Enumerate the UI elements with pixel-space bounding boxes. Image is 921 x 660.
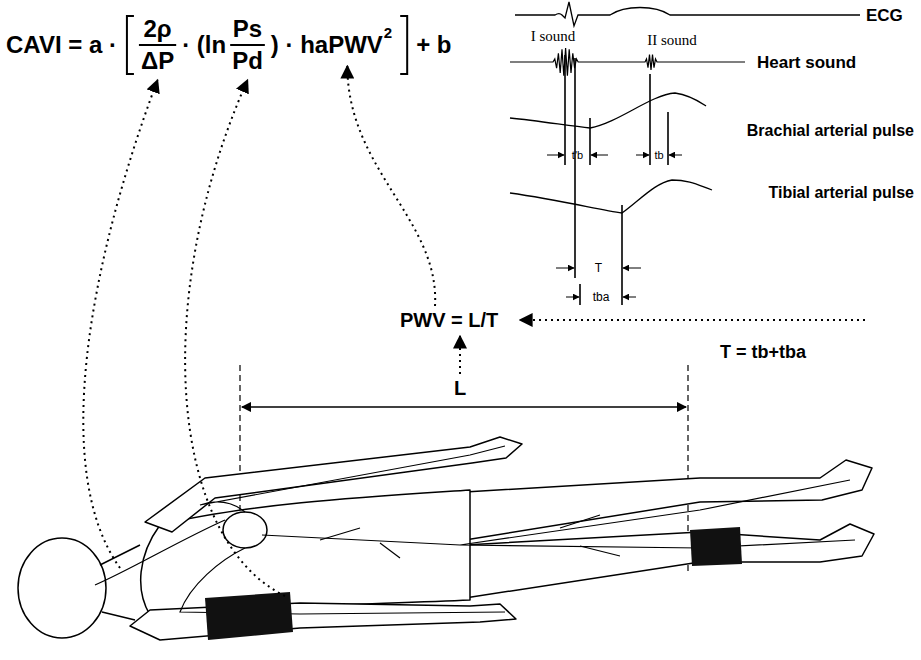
interval-arrow: [669, 155, 682, 156]
interval-arrow: [556, 268, 574, 269]
sound-label: I sound: [531, 29, 576, 44]
interval-arrow: [623, 268, 641, 269]
cuffs: [205, 527, 742, 640]
fraction-bar: [230, 44, 265, 46]
head: [18, 538, 106, 638]
equation: T = tb+tba: [720, 343, 806, 361]
timing-line: [589, 118, 591, 165]
sound-label: II sound: [647, 33, 697, 48]
human-body: [18, 437, 874, 640]
interval-label: T: [595, 262, 602, 274]
bracket: [127, 16, 134, 74]
heart-sound-trace: [510, 48, 745, 76]
dotted-arrow: [185, 80, 285, 596]
leg-upper: [465, 460, 872, 540]
formula-numerator: Ps: [233, 17, 262, 41]
interval-arrow: [547, 155, 564, 156]
interval-label: tba: [593, 291, 610, 303]
dotted-arrow: [459, 336, 461, 374]
timing-line: [649, 74, 651, 165]
waveforms: [510, 2, 860, 213]
signal-name: Brachial arterial pulse: [747, 123, 914, 139]
heart: [223, 512, 267, 548]
interval-arrow: [591, 155, 608, 156]
formula-text: · (ln: [182, 33, 226, 57]
interval-arrows: [547, 155, 682, 297]
formula-marks: [127, 16, 407, 74]
signal-name: Heart sound: [757, 54, 856, 71]
dotted-arrows: [460, 320, 865, 374]
formula-denominator: ΔP: [141, 49, 174, 73]
dotted-arrow: [83, 80, 157, 568]
bracket: [400, 16, 407, 74]
interval-arrow: [566, 297, 579, 298]
ecg-trace: [515, 2, 860, 26]
dimension-label: L: [454, 378, 466, 398]
interval-arrow: [623, 297, 636, 298]
formula-text: ) · haPWV: [271, 33, 383, 57]
interval-label: t'b: [572, 150, 583, 161]
tibial-pulse: [510, 180, 712, 213]
timing-line: [667, 112, 669, 165]
artery: [95, 520, 225, 585]
equation: PWV = L/T: [400, 310, 498, 330]
timing-line: [574, 58, 576, 278]
dimension-arrow: [242, 406, 686, 408]
dotted-arrow: [520, 319, 865, 321]
dotted-arrow: [347, 66, 435, 306]
artery: [262, 480, 855, 548]
formula-text: + b: [416, 33, 451, 57]
formula-text: CAVI = a ·: [6, 33, 117, 57]
arm-lower: [130, 603, 516, 640]
signal-name: Tibial arterial pulse: [768, 185, 914, 201]
brachial-pulse: [510, 93, 706, 128]
fraction-bar: [139, 44, 176, 46]
arteries: [95, 446, 855, 614]
arm-upper: [145, 437, 522, 532]
timing-line: [621, 205, 623, 305]
formula-numerator: 2ρ: [143, 17, 171, 41]
arm-cuff: [205, 592, 293, 640]
signal-name: ECG: [866, 7, 903, 24]
interval-arrow: [636, 155, 649, 156]
artery: [320, 515, 620, 558]
timing-line: [579, 284, 581, 305]
ankle-cuff: [690, 527, 742, 566]
timing-lines: [565, 55, 668, 305]
dotted-arrows: [83, 66, 435, 596]
interval-label: tb: [654, 150, 663, 161]
neck: [100, 545, 140, 620]
formula-exponent: 2: [384, 25, 392, 40]
formula-denominator: Pd: [232, 49, 263, 73]
artery: [200, 446, 505, 512]
